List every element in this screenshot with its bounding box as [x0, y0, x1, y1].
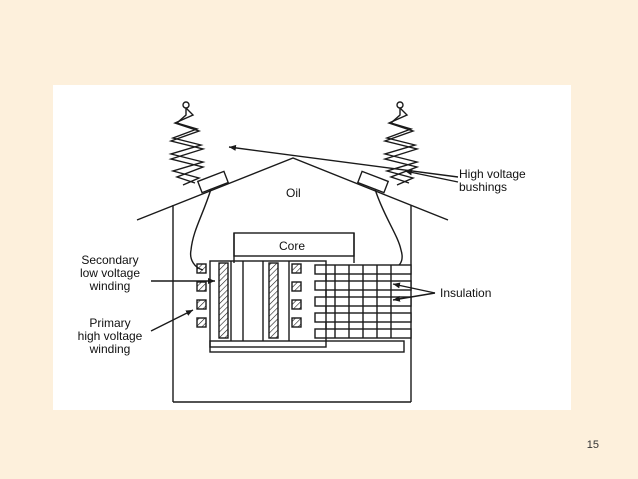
oil-label: Oil [286, 186, 301, 200]
left-bushing [168, 101, 230, 194]
transformer-drawing [136, 101, 459, 403]
insulation-stack [314, 264, 412, 339]
insulation-label: Insulation [440, 286, 492, 300]
lead-wires [189, 188, 403, 272]
high-voltage-bushings-label: High voltage bushings [459, 167, 526, 194]
page-number: 15 [586, 439, 599, 451]
secondary-winding-label: Secondary low voltage winding [79, 253, 141, 293]
transformer-diagram: High voltage bushings Oil Core Secondary… [53, 85, 571, 410]
primary-winding-label: Primary high voltage winding [77, 316, 143, 356]
leader-arrows [150, 144, 459, 332]
primary-winding-squares [196, 263, 302, 328]
right-bushing [356, 101, 420, 194]
secondary-winding-bars [218, 262, 279, 339]
core-label: Core [279, 239, 306, 253]
